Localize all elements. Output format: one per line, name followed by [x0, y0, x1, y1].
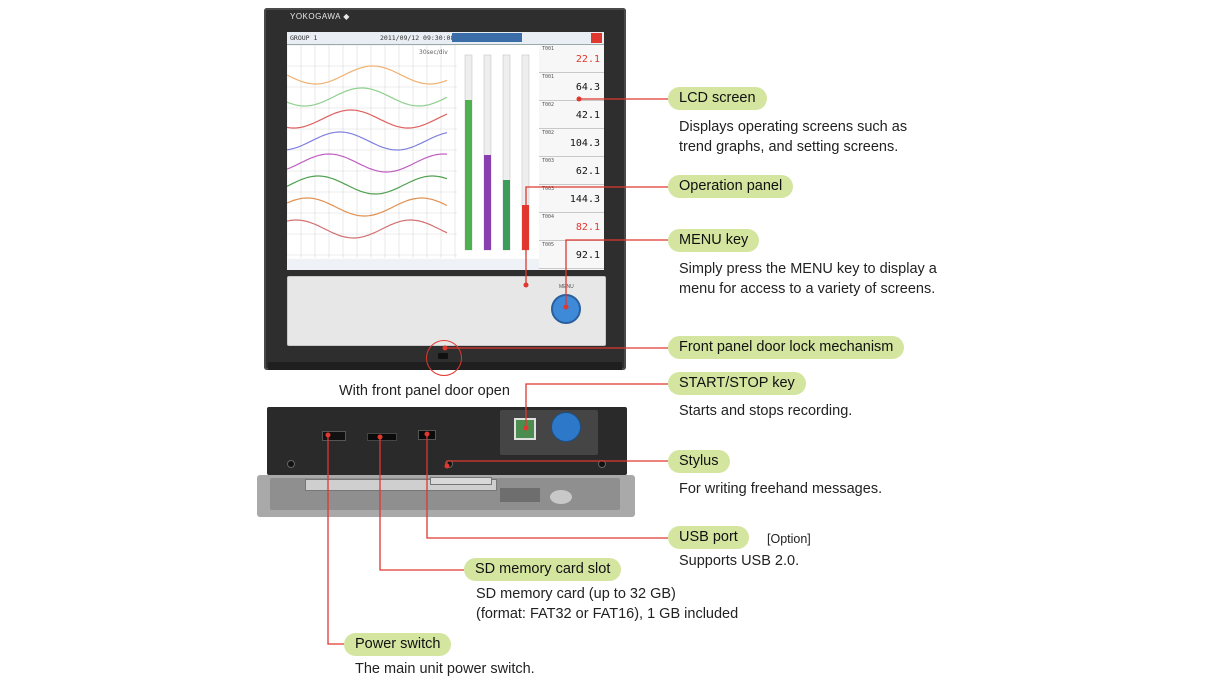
menu-key-inner[interactable]	[551, 412, 581, 442]
channel-tag: T002	[542, 102, 555, 108]
power-switch[interactable]	[322, 431, 346, 441]
channel-value: 22.1	[575, 54, 600, 65]
status-icons	[452, 33, 522, 42]
menu-desc: Simply press the MENU key to display a m…	[679, 259, 937, 299]
channel-value: 144.3	[569, 194, 600, 205]
channel-tag: T001	[542, 46, 555, 52]
channel-tag: T003	[542, 186, 555, 192]
time-axis	[287, 259, 539, 270]
door-lock-highlight	[426, 340, 462, 376]
brand-logo: YOKOGAWA ◆	[290, 12, 350, 21]
stylus[interactable]	[430, 477, 492, 485]
channel-tag: T001	[542, 74, 555, 80]
group-name: GROUP 1	[290, 34, 318, 42]
menu-desc-line: Simply press the MENU key to display a	[679, 261, 937, 277]
door-ring	[550, 490, 572, 504]
open-door-caption: With front panel door open	[339, 383, 510, 399]
callout-door-lock: Front panel door lock mechanism	[668, 336, 905, 359]
digital-value-tile: T002 42.1	[539, 101, 604, 129]
screw	[287, 460, 295, 468]
menu-desc-line: menu for access to a variety of screens.	[679, 281, 936, 297]
usb-option-note: [Option]	[767, 532, 811, 546]
channel-tag: T005	[542, 242, 555, 248]
door-bracket	[500, 488, 540, 502]
callout-power-switch: Power switch	[344, 633, 452, 656]
channel-tag: T002	[542, 130, 555, 136]
start-stop-desc: Starts and stops recording.	[679, 403, 853, 419]
div-label: 30sec/div	[419, 49, 448, 56]
lcd-desc-line: trend graphs, and setting screens.	[679, 139, 899, 155]
usb-desc: Supports USB 2.0.	[679, 553, 800, 569]
digital-value-tile: T001 22.1	[539, 45, 604, 73]
digital-value-tile: T003 62.1	[539, 157, 604, 185]
digital-value-tile: T002 104.3	[539, 129, 604, 157]
digital-value-tile: T001 64.3	[539, 73, 604, 101]
alarm-icon	[591, 33, 602, 43]
callout-stylus: Stylus	[668, 450, 730, 473]
screen-status-bar: GROUP 1 2011/09/12 09:30:08	[287, 32, 604, 45]
callout-operation-panel: Operation panel	[668, 175, 794, 198]
lcd-desc-line: Displays operating screens such as	[679, 119, 908, 135]
bar-graphs	[457, 45, 539, 258]
channel-value: 42.1	[575, 110, 600, 121]
trend-graph: 30sec/div	[287, 45, 457, 258]
digital-value-tile: T005 92.1	[539, 241, 604, 269]
callout-sd-slot: SD memory card slot	[464, 558, 622, 581]
channel-value: 92.1	[575, 250, 600, 261]
callout-menu-key: MENU key	[668, 229, 760, 252]
sd-desc-line: (format: FAT32 or FAT16), 1 GB included	[476, 606, 739, 622]
channel-tag: T003	[542, 158, 555, 164]
screen-datetime: 2011/09/12 09:30:08	[380, 34, 455, 42]
sd-desc-line: SD memory card (up to 32 GB)	[476, 586, 676, 602]
power-desc: The main unit power switch.	[355, 661, 535, 677]
sd-desc: SD memory card (up to 32 GB) (format: FA…	[476, 584, 738, 624]
channel-value: 104.3	[569, 138, 600, 149]
callout-start-stop: START/STOP key	[668, 372, 806, 395]
lcd-screen[interactable]: GROUP 1 2011/09/12 09:30:08 30sec/div T0…	[287, 32, 604, 270]
lcd-desc: Displays operating screens such as trend…	[679, 117, 907, 157]
channel-value: 62.1	[575, 166, 600, 177]
callout-lcd-screen: LCD screen	[668, 87, 767, 110]
channel-tag: T004	[542, 214, 555, 220]
callout-usb-port: USB port	[668, 526, 749, 549]
channel-value: 82.1	[575, 222, 600, 233]
channel-value: 64.3	[575, 82, 600, 93]
digital-value-tile: T003 144.3	[539, 185, 604, 213]
stylus-desc: For writing freehand messages.	[679, 481, 883, 497]
